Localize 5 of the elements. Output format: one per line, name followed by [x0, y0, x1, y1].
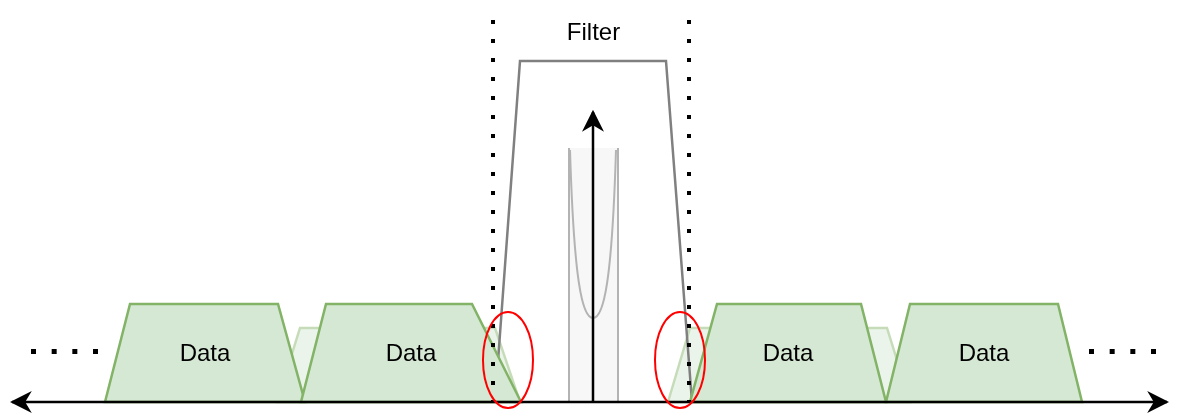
data-label: Data [384, 339, 438, 367]
data-label: Data [957, 339, 1011, 367]
data-label: Data [761, 339, 815, 367]
filter-label: Filter [565, 18, 622, 46]
data-label: Data [178, 339, 232, 367]
